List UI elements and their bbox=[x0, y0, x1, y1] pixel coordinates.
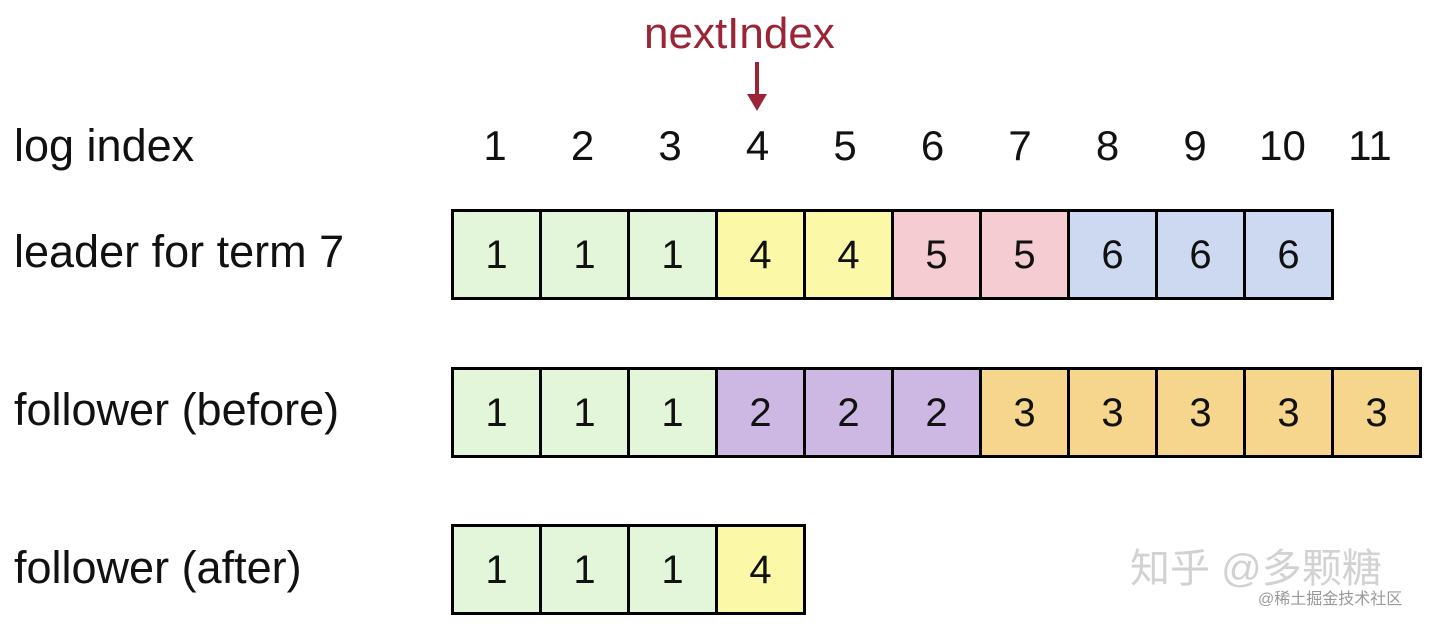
log-entry: 2 bbox=[891, 367, 982, 458]
log-entry: 4 bbox=[803, 209, 894, 300]
log-entry: 6 bbox=[1155, 209, 1246, 300]
log-entry: 1 bbox=[627, 524, 718, 615]
log-entry: 3 bbox=[1155, 367, 1246, 458]
log-index-label: log index bbox=[14, 120, 195, 171]
log-index-number: 6 bbox=[920, 122, 945, 169]
log-entry: 1 bbox=[627, 367, 718, 458]
watermark-main: 知乎 @多颗糖 bbox=[1130, 547, 1382, 591]
log-index-number: 2 bbox=[570, 122, 595, 169]
follower-before-label: follower (before) bbox=[14, 384, 340, 435]
log-entry: 2 bbox=[715, 367, 806, 458]
log-entry: 3 bbox=[1067, 367, 1158, 458]
log-entry: 6 bbox=[1243, 209, 1334, 300]
log-index-number: 7 bbox=[1008, 122, 1032, 169]
log-entry: 4 bbox=[715, 524, 806, 615]
log-entry: 2 bbox=[803, 367, 894, 458]
log-index-number: 1 bbox=[483, 122, 507, 169]
log-entry: 6 bbox=[1067, 209, 1158, 300]
log-entry: 1 bbox=[627, 209, 718, 300]
log-index-number: 5 bbox=[833, 122, 857, 169]
log-index-number: 8 bbox=[1095, 122, 1120, 169]
leader-row-label: leader for term 7 bbox=[14, 226, 345, 277]
log-index-number: 11 bbox=[1348, 122, 1392, 169]
log-entry: 3 bbox=[1331, 367, 1422, 458]
log-entry: 1 bbox=[451, 524, 542, 615]
log-entry: 1 bbox=[451, 367, 542, 458]
log-entry: 1 bbox=[539, 209, 630, 300]
next-index-label: nextIndex bbox=[644, 9, 835, 58]
log-index-number: 10 bbox=[1259, 122, 1306, 169]
log-index-number: 3 bbox=[658, 122, 682, 169]
log-entry: 1 bbox=[539, 367, 630, 458]
log-entry: 1 bbox=[539, 524, 630, 615]
follower-after-label: follower (after) bbox=[14, 542, 302, 593]
log-entry: 3 bbox=[979, 367, 1070, 458]
log-entry: 3 bbox=[1243, 367, 1334, 458]
log-entry: 4 bbox=[715, 209, 806, 300]
log-entry: 5 bbox=[891, 209, 982, 300]
log-index-number: 9 bbox=[1183, 122, 1207, 169]
log-index-row: 1 2 3 4 5 6 7 8 9 10 11 bbox=[0, 120, 1440, 172]
watermark-sub: @稀土掘金技术社区 bbox=[1258, 591, 1403, 608]
log-entry: 1 bbox=[451, 209, 542, 300]
log-index-number: 4 bbox=[745, 122, 770, 169]
down-arrow-icon bbox=[747, 62, 767, 111]
log-entry: 5 bbox=[979, 209, 1070, 300]
